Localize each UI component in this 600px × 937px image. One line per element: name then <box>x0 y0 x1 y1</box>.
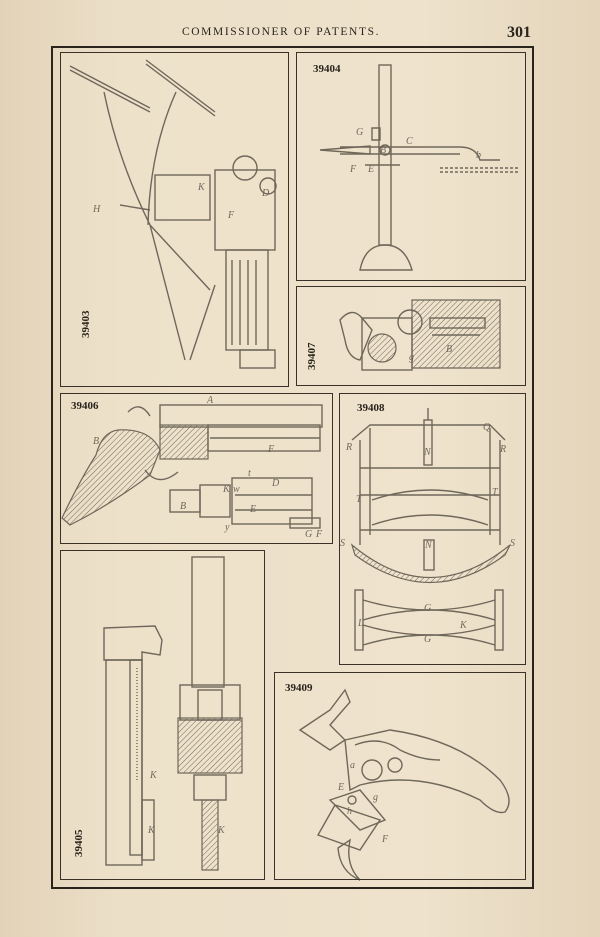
figure-39407 <box>339 299 501 371</box>
figure-39405 <box>103 556 243 871</box>
label-K-39403: K <box>197 182 206 193</box>
label-g-39409: g <box>373 792 378 803</box>
label-S2-39408: S <box>510 538 515 549</box>
label-w-39406: w <box>233 484 240 495</box>
figure-39403 <box>69 59 277 369</box>
label-K3-39405: K <box>217 825 226 836</box>
patent-number-39405: 39405 <box>73 829 85 858</box>
label-N2-39408: N <box>424 540 433 551</box>
label-t-39406: t <box>248 468 251 479</box>
label-C-39404: C <box>406 136 413 147</box>
label-K-39408: K <box>459 620 468 631</box>
label-G-39406: G <box>305 529 312 540</box>
label-F-39409: F <box>381 834 389 845</box>
panel-39403 <box>60 52 289 387</box>
label-A-39406: A <box>206 395 214 406</box>
figure-39404 <box>319 64 520 271</box>
label-y-39406: y <box>224 522 230 533</box>
page-number: 301 <box>507 24 531 41</box>
patent-number-39409: 39409 <box>285 682 313 694</box>
patent-plate <box>51 46 534 889</box>
label-L-39408: L <box>357 618 364 629</box>
label-H-39403: H <box>92 204 101 215</box>
running-title: COMMISSIONER OF PATENTS. <box>182 26 381 38</box>
label-N-39408: N <box>423 447 432 458</box>
label-K-39406: K <box>222 484 231 495</box>
label-F-39404: F <box>349 164 357 175</box>
label-D-39403: D <box>261 188 270 199</box>
label-G-39404: G <box>356 127 363 138</box>
label-G-39408: G <box>424 603 431 614</box>
label-B-39407: B <box>446 344 452 355</box>
panel-39405 <box>60 550 265 880</box>
label-D-39406: D <box>271 478 280 489</box>
label-F-39406: F <box>267 444 275 455</box>
patent-number-39404: 39404 <box>313 63 341 75</box>
label-R2-39408: R <box>499 444 506 455</box>
label-F2-39406: F <box>315 529 323 540</box>
label-K-39405: K <box>149 770 158 781</box>
label-R-39408: R <box>345 442 352 453</box>
label-B2-39406: B <box>180 501 186 512</box>
panel-39409 <box>274 672 526 880</box>
panel-39404 <box>296 52 526 281</box>
panel-39408 <box>339 393 526 665</box>
label-S-39408: S <box>340 538 345 549</box>
patent-number-39408: 39408 <box>357 402 385 414</box>
label-B-39404: B <box>380 145 386 156</box>
panel-39406 <box>60 393 333 544</box>
patent-number-39406: 39406 <box>71 400 99 412</box>
panel-39407 <box>296 286 526 386</box>
patent-number-39407: 39407 <box>306 342 318 371</box>
figure-39408 <box>350 408 511 651</box>
label-E-39406: E <box>249 504 256 515</box>
label-B-39406: B <box>93 436 99 447</box>
label-g-39407: g <box>409 352 414 363</box>
label-b-39404: b <box>476 150 481 161</box>
label-G2-39408: G <box>424 634 431 645</box>
label-a-39409: a <box>350 760 355 771</box>
label-E-39404: E <box>367 164 374 175</box>
figure-39406 <box>61 404 323 529</box>
label-E-39409: E <box>337 782 344 793</box>
label-T-39408: T <box>356 494 363 505</box>
label-T2-39408: T <box>492 487 499 498</box>
label-F-39403: F <box>227 210 235 221</box>
patent-number-39403: 39403 <box>80 310 92 339</box>
label-Q-39408: Q <box>483 422 491 433</box>
page-header: COMMISSIONER OF PATENTS. 301 <box>0 24 600 44</box>
label-K2-39405: K <box>147 825 156 836</box>
label-h-39409: h <box>347 806 352 817</box>
